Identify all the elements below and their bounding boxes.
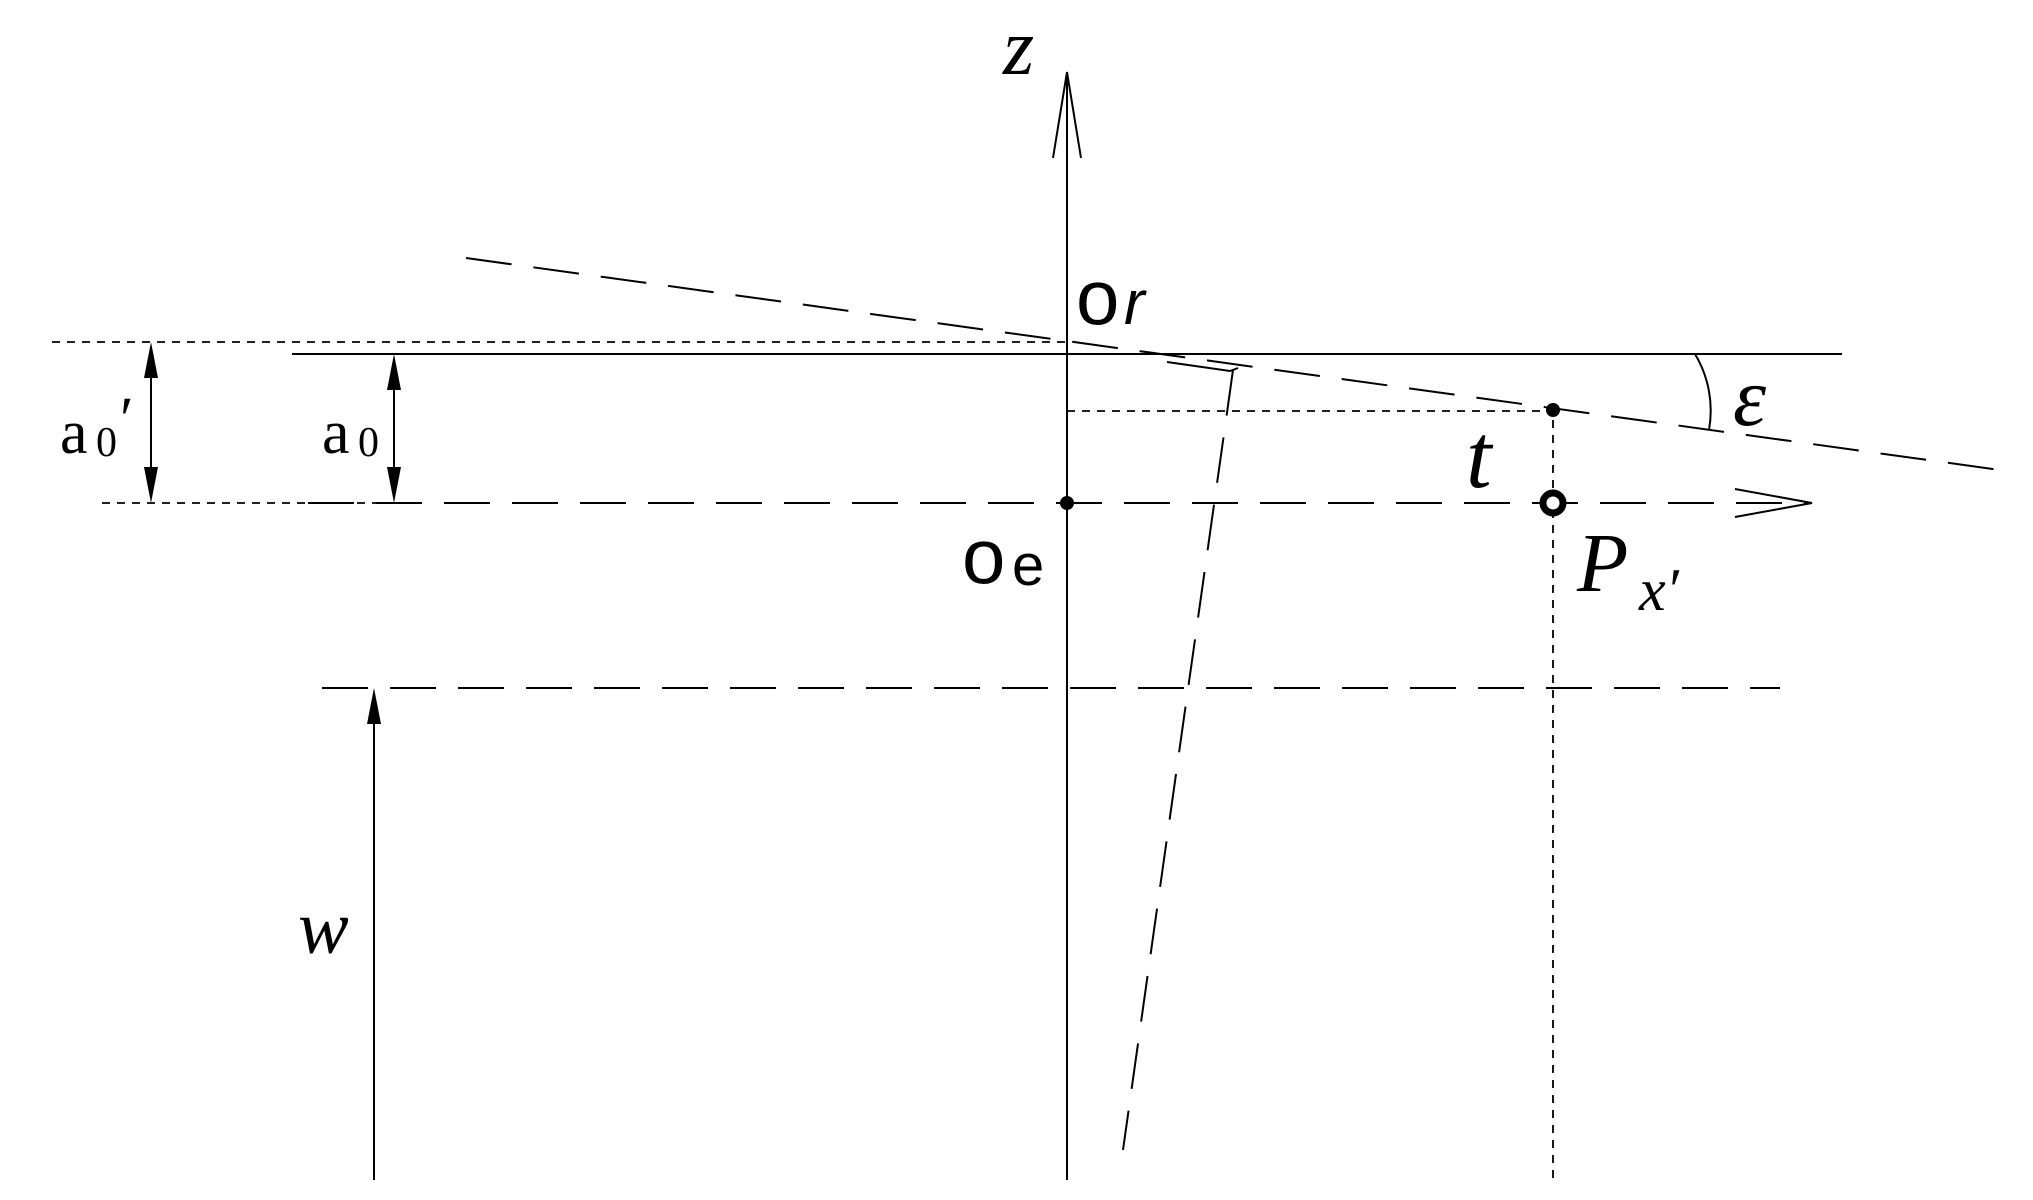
label-z: z xyxy=(1002,4,1034,92)
label-a0: a xyxy=(322,399,350,467)
label-epsilon: ε xyxy=(1733,351,1767,444)
dimension-w xyxy=(367,688,381,1180)
dimension-a0-prime xyxy=(144,342,158,503)
label-a0-prime-sub: 0 xyxy=(96,420,117,466)
angle-arc xyxy=(1694,353,1712,431)
label-t: t xyxy=(1466,405,1494,507)
label-p: P xyxy=(1576,517,1628,610)
dimension-a0 xyxy=(387,354,401,503)
label-w: w xyxy=(298,886,349,970)
point-p xyxy=(1539,489,1567,517)
inclined-vertical-line xyxy=(1122,369,1234,1151)
label-o-e-sub: e xyxy=(1012,533,1044,598)
z-axis xyxy=(1052,71,1082,1180)
label-a0-prime: a xyxy=(60,399,88,467)
right-angle-mark xyxy=(1166,361,1239,373)
label-a0-sub: 0 xyxy=(358,420,379,466)
label-p-sub: x′ xyxy=(1638,557,1680,623)
label-o-e: o xyxy=(962,512,1005,600)
point-t xyxy=(1546,403,1560,417)
inclined-line xyxy=(465,257,2001,471)
label-o-r: o xyxy=(1076,253,1119,341)
label-a0-prime-mark: ′ xyxy=(120,386,134,454)
point-oe xyxy=(1060,496,1074,510)
label-o-r-sub: r xyxy=(1124,269,1147,338)
